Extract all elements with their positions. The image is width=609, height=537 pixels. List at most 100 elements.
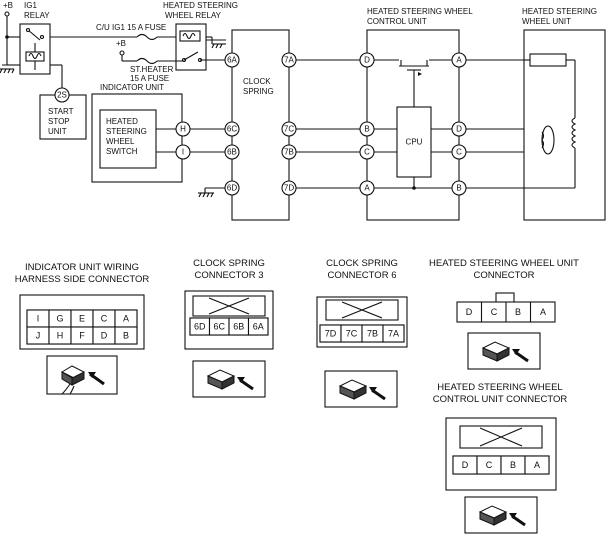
start-stop-unit: 2S START STOP UNIT xyxy=(39,87,87,140)
clock-to-control-wires xyxy=(296,59,360,189)
control-unit-title-1: HEATED STEERING WHEEL xyxy=(367,7,473,16)
control-conn-cell-b: B xyxy=(510,460,516,470)
clock6-title-2: CONNECTOR 6 xyxy=(328,270,397,281)
indicator-unit-title: INDICATOR UNIT xyxy=(100,83,164,92)
indicator-cell-d: D xyxy=(101,331,108,341)
indicator-cell-a: A xyxy=(123,314,129,324)
clock-pin-6a: 6A xyxy=(227,56,237,65)
indicator-cell-g: G xyxy=(56,314,63,324)
clock6-cell-7b: 7B xyxy=(367,329,378,339)
switch-label-4: SWITCH xyxy=(106,147,138,156)
st-heater-label-2: 15 A FUSE xyxy=(130,74,169,83)
control-conn-cell-d: D xyxy=(462,460,469,470)
indicator-unit: INDICATOR UNIT HEATED STEERING WHEEL SWI… xyxy=(91,83,191,183)
wheel-unit-title-2: WHEEL UNIT xyxy=(522,17,571,26)
clock-pin-6d: 6D xyxy=(227,184,237,193)
clock-spring-connector-6: CLOCK SPRING CONNECTOR 6 7D 7C 7B 7A xyxy=(316,258,408,408)
clock-pin-6b: 6B xyxy=(227,148,237,157)
indicator-cell-b: B xyxy=(123,331,129,341)
wheel-conn-view-icon xyxy=(467,332,541,370)
switch-label-1: HEATED xyxy=(106,117,138,126)
start-stop-pin: 2S xyxy=(57,91,67,100)
wheel-unit-connector: HEATED STEERING WHEEL UNIT CONNECTOR D C… xyxy=(429,258,579,370)
control-pin-right-b: B xyxy=(456,184,461,193)
ig1-relay-label-1: IG1 xyxy=(24,1,37,10)
indicator-pin-i: I xyxy=(182,148,184,157)
clock-pin-6c: 6C xyxy=(227,125,237,134)
clock-pin-7b: 7B xyxy=(284,148,294,157)
control-pin-left-b: B xyxy=(364,125,369,134)
indicator-cell-c: C xyxy=(101,314,108,324)
ig1-fuse-line: C/U IG1 15 A FUSE xyxy=(50,23,185,41)
heated-relay-label-2: WHEEL RELAY xyxy=(165,11,222,20)
st-heater-label-1: ST.HEATER xyxy=(130,65,174,74)
clock3-cell-6b: 6B xyxy=(233,322,244,332)
indicator-to-clock-wires xyxy=(190,128,226,153)
control-conn-view-icon xyxy=(464,496,538,534)
clock-ground xyxy=(198,187,226,198)
clock3-connector-view-icon xyxy=(192,360,266,398)
wheel-conn-cell-a: A xyxy=(540,307,546,317)
wheel-conn-cell-d: D xyxy=(466,307,473,317)
plus-b-mid-label: +B xyxy=(116,39,126,48)
clock-pin-7d: 7D xyxy=(284,184,294,193)
control-conn-title-2: CONTROL UNIT CONNECTOR xyxy=(433,394,568,405)
start-stop-label-2: STOP xyxy=(48,117,70,126)
control-pin-left-c: C xyxy=(364,148,370,157)
clock-spring-label-2: SPRING xyxy=(243,87,274,96)
plus-b-top-label: +B xyxy=(3,1,13,10)
cpu-label: CPU xyxy=(406,138,423,147)
ig1-relay-label-2: RELAY xyxy=(24,11,50,20)
clock3-cell-6c: 6C xyxy=(213,322,225,332)
wheel-unit-title-1: HEATED STEERING xyxy=(522,7,597,16)
indicator-harness-connector: INDICATOR UNIT WIRING HARNESS SIDE CONNE… xyxy=(15,262,150,395)
clock-pin-7a: 7A xyxy=(284,56,294,65)
heated-steering-wheel-unit: HEATED STEERING WHEEL UNIT xyxy=(522,7,606,221)
control-pin-right-a: A xyxy=(456,56,462,65)
clock6-cell-7a: 7A xyxy=(388,329,399,339)
ground-left xyxy=(0,64,20,74)
clock3-cell-6a: 6A xyxy=(253,322,264,332)
control-to-wheel-wires xyxy=(466,59,530,189)
clock3-title-2: CONNECTOR 3 xyxy=(195,270,264,281)
clock6-cell-7d: 7D xyxy=(325,329,337,339)
start-stop-link xyxy=(50,64,63,90)
indicator-pin-h: H xyxy=(180,125,186,134)
control-unit-connector: HEATED STEERING WHEEL CONTROL UNIT CONNE… xyxy=(433,382,568,534)
clock6-title-1: CLOCK SPRING xyxy=(326,258,398,269)
start-stop-label-1: START xyxy=(48,107,74,116)
clock-spring-connector-3: CLOCK SPRING CONNECTOR 3 6D 6C 6B 6A xyxy=(184,258,274,398)
heated-relay-label-1: HEATED STEERING xyxy=(163,1,238,10)
control-conn-cell-c: C xyxy=(486,460,493,470)
control-pin-left-d: D xyxy=(364,56,370,65)
st-heater-fuse-line: +B ST.HEATER 15 A FUSE xyxy=(116,39,184,83)
indicator-conn-title-2: HARNESS SIDE CONNECTOR xyxy=(15,274,150,285)
wheel-conn-cell-c: C xyxy=(491,307,498,317)
switch-label-3: WHEEL xyxy=(106,137,135,146)
control-conn-title-1: HEATED STEERING WHEEL xyxy=(437,382,562,393)
ig1-relay: IG1 RELAY xyxy=(19,1,51,75)
clock6-cell-7c: 7C xyxy=(346,329,358,339)
heated-steering-wheel-relay: HEATED STEERING WHEEL RELAY xyxy=(163,1,238,71)
clock3-title-1: CLOCK SPRING xyxy=(193,258,265,269)
clock-spring: CLOCK SPRING 6A 6C 6B 6D 7A 7C 7B 7D xyxy=(224,29,297,221)
wheel-conn-title-2: CONNECTOR xyxy=(473,270,534,281)
switch-label-2: STEERING xyxy=(106,127,147,136)
power-supply-top: +B xyxy=(3,1,20,66)
wheel-conn-cell-b: B xyxy=(515,307,521,317)
control-conn-cell-a: A xyxy=(534,460,540,470)
indicator-cell-f: F xyxy=(79,331,85,341)
control-unit-title-2: CONTROL UNIT xyxy=(367,17,427,26)
indicator-conn-title-1: INDICATOR UNIT WIRING xyxy=(25,262,139,273)
wheel-conn-title-1: HEATED STEERING WHEEL UNIT xyxy=(429,258,579,269)
indicator-cell-h: H xyxy=(57,331,64,341)
control-pin-right-d: D xyxy=(456,125,462,134)
clock-pin-7c: 7C xyxy=(284,125,294,134)
clock3-cell-6d: 6D xyxy=(194,322,206,332)
clock-spring-label-1: CLOCK xyxy=(243,77,271,86)
indicator-connector-view-icon xyxy=(46,355,118,395)
control-pin-left-a: A xyxy=(364,184,370,193)
cu-ig1-fuse-label: C/U IG1 15 A FUSE xyxy=(96,23,166,32)
control-unit: HEATED STEERING WHEEL CONTROL UNIT CPU D… xyxy=(359,7,473,221)
